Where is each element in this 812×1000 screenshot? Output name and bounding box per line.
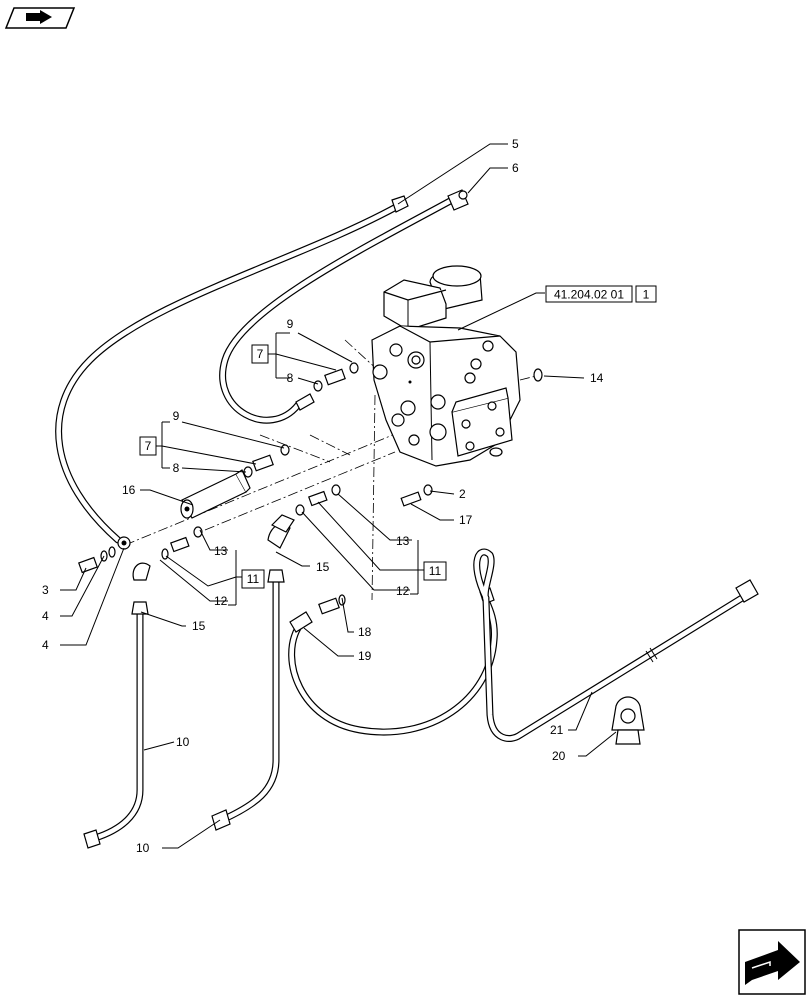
hose-6 xyxy=(219,189,469,424)
callout-7: 7 xyxy=(145,439,152,453)
callout-3: 3 xyxy=(42,583,49,597)
callout-7: 7 xyxy=(257,347,264,361)
hose-10-left xyxy=(83,562,151,849)
callout-15: 15 xyxy=(192,619,206,633)
reference-box[interactable]: 41.204.02 01 1 xyxy=(545,285,657,303)
callout-2: 2 xyxy=(459,487,466,501)
fittings-12-13-right xyxy=(295,484,341,516)
bolt-3-washers-4 xyxy=(78,546,116,574)
callout-10: 10 xyxy=(176,735,190,749)
arrow-document-icon[interactable] xyxy=(4,7,76,29)
valve-block xyxy=(371,265,521,467)
tube-21 xyxy=(473,548,759,742)
next-page-arrow-icon[interactable] xyxy=(738,929,806,995)
callout-8: 8 xyxy=(287,371,294,385)
callout-11: 11 xyxy=(247,572,260,586)
leader-lines xyxy=(60,143,617,849)
callout-9: 9 xyxy=(287,317,294,331)
clamp-20 xyxy=(611,696,645,745)
callout-box-11-left[interactable]: 11 xyxy=(241,569,265,589)
hose-19 xyxy=(288,587,498,736)
callout-4: 4 xyxy=(42,638,49,652)
o-ring-14 xyxy=(533,368,543,382)
callout-12: 12 xyxy=(396,584,410,598)
fitting-18 xyxy=(318,594,346,615)
reference-code: 41.204.02 01 xyxy=(554,288,624,302)
callout-box-7-lower[interactable]: 7 xyxy=(139,436,157,456)
callout-labels: 5 6 9 8 14 9 8 16 2 17 13 13 15 3 12 12 … xyxy=(42,137,604,855)
callout-box-11-right[interactable]: 11 xyxy=(423,561,447,581)
callout-16: 16 xyxy=(122,483,136,497)
callout-4: 4 xyxy=(42,609,49,623)
callout-13: 13 xyxy=(214,544,228,558)
callout-19: 19 xyxy=(358,649,372,663)
callout-13: 13 xyxy=(396,534,410,548)
callout-12: 12 xyxy=(214,594,228,608)
callout-15: 15 xyxy=(316,560,330,574)
hose-10-right xyxy=(211,522,291,831)
callout-6: 6 xyxy=(512,161,519,175)
bolt-17-washer-2 xyxy=(400,484,433,507)
filter-16 xyxy=(180,469,251,519)
callout-10: 10 xyxy=(136,841,150,855)
fitting-8-lower xyxy=(243,444,290,478)
callout-box-7-upper[interactable]: 7 xyxy=(251,344,269,364)
callout-14: 14 xyxy=(590,371,604,385)
fitting-8-upper xyxy=(313,362,359,392)
callout-21: 21 xyxy=(550,723,564,737)
fittings-12-13-left xyxy=(161,526,203,560)
callout-9: 9 xyxy=(173,409,180,423)
callout-8: 8 xyxy=(173,461,180,475)
callout-20: 20 xyxy=(552,749,566,763)
reference-index: 1 xyxy=(643,288,650,302)
callout-17: 17 xyxy=(459,513,473,527)
fitting-15-right xyxy=(270,514,295,533)
callout-5: 5 xyxy=(512,137,519,151)
callout-18: 18 xyxy=(358,625,372,639)
callout-11: 11 xyxy=(429,564,442,578)
center-lines xyxy=(124,339,537,601)
